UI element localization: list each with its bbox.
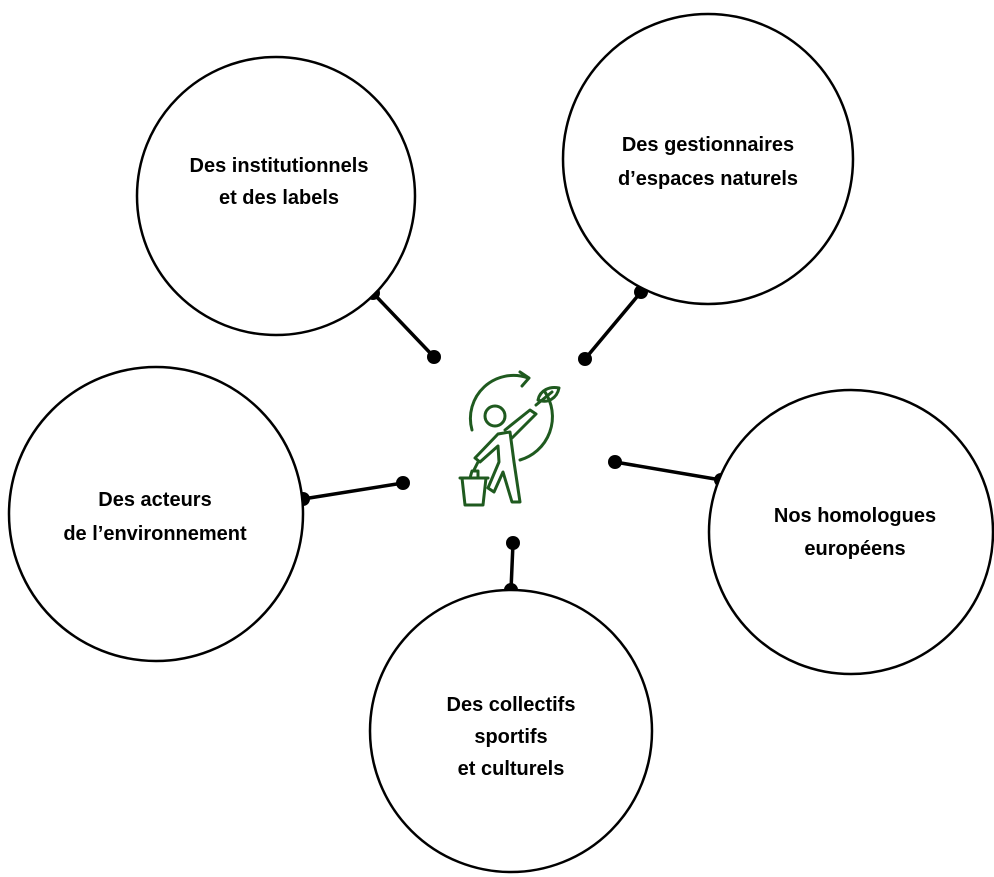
- connector-gestionnaires: [578, 285, 648, 366]
- node-label-line: de l’environnement: [63, 523, 247, 545]
- node-label-line: Des acteurs: [98, 489, 211, 511]
- node-label-line: Nos homologues: [774, 505, 936, 527]
- node-gestionnaires: Des gestionnaires d’espaces naturels: [561, 12, 855, 306]
- node-institutionnels: Des institutionnels et des labels: [135, 55, 417, 337]
- node-label-line: Des gestionnaires: [622, 134, 794, 156]
- person-recycling-icon: [458, 370, 561, 507]
- node-label-line: Des collectifs: [447, 694, 576, 716]
- connector-homologues: [608, 455, 728, 487]
- node-collectifs: Des collectifs sportifs et culturels: [368, 588, 654, 874]
- connector-collectifs: [504, 536, 520, 597]
- connector-institutionnels: [366, 286, 441, 364]
- node-acteurs: Des acteurs de l’environnement: [7, 365, 305, 663]
- node-label-line: Des institutionnels: [190, 155, 369, 177]
- node-label-line: et culturels: [458, 758, 565, 780]
- node-homologues: Nos homologues européens: [707, 388, 994, 676]
- node-label-line: européens: [804, 538, 905, 560]
- node-label-line: d’espaces naturels: [618, 168, 798, 190]
- node-label-line: et des labels: [219, 187, 339, 209]
- connector-acteurs: [296, 476, 410, 506]
- node-label-line: sportifs: [474, 726, 547, 748]
